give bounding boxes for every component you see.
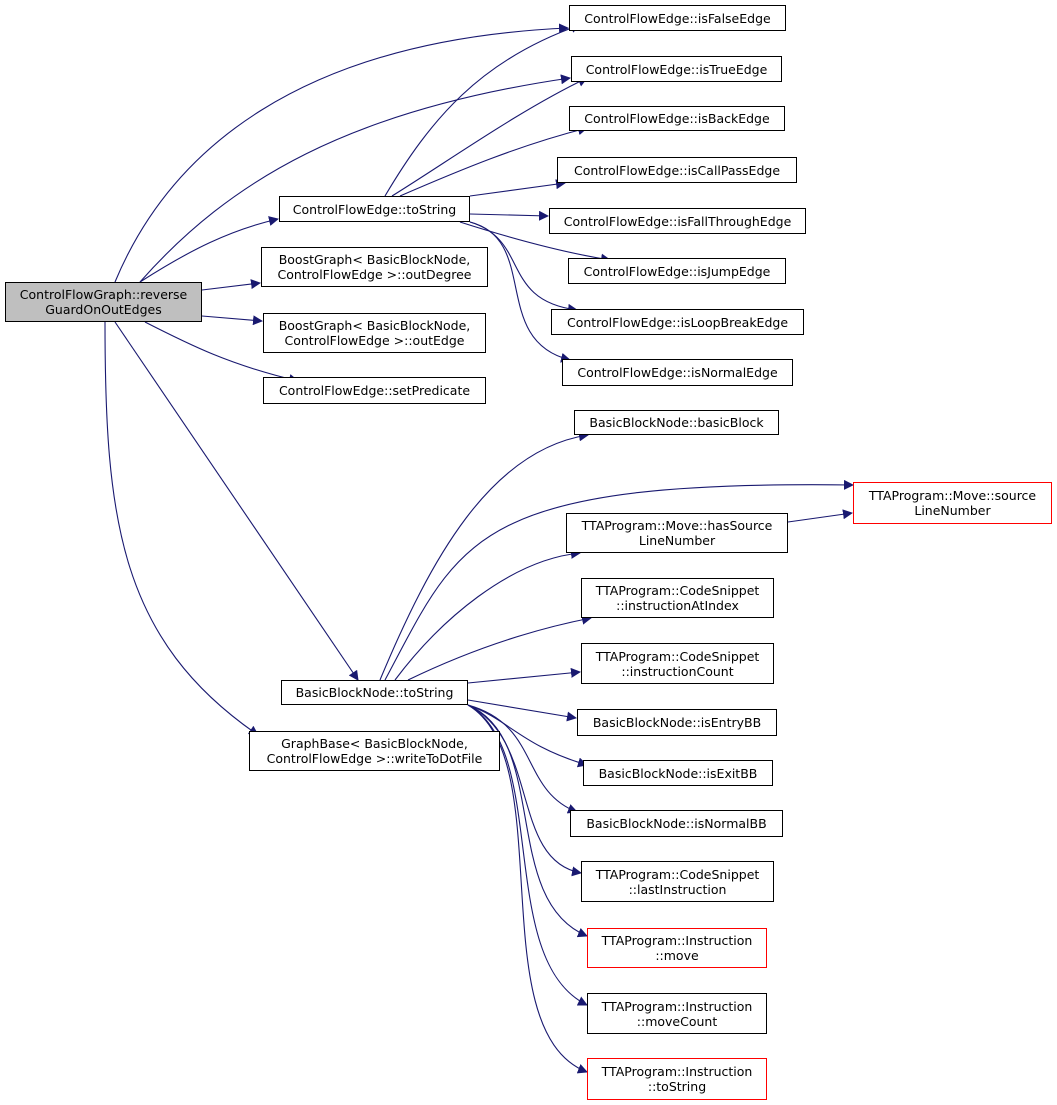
node-controlflowedge-setpredicate[interactable]: ControlFlowEdge::setPredicate [263, 377, 486, 404]
edge-cfe-isnormal [469, 221, 571, 363]
node-isloopbreakedge[interactable]: ControlFlowEdge::isLoopBreakEdge [551, 309, 804, 335]
edge-cfe-isback [399, 125, 588, 197]
node-codesnippet-instructionatindex[interactable]: TTAProgram::CodeSnippet::instructionAtIn… [581, 578, 774, 618]
node-isfallthroughedge[interactable]: ControlFlowEdge::isFallThroughEdge [549, 208, 806, 234]
node-codesnippet-lastinstruction[interactable]: TTAProgram::CodeSnippet::lastInstruction [581, 861, 774, 902]
edge-bbn-isentry [467, 699, 577, 722]
edge-bbn-hassrc [394, 548, 581, 681]
edge-bbn-isexit [467, 704, 588, 768]
node-iscallpassedge[interactable]: ControlFlowEdge::isCallPassEdge [557, 157, 797, 183]
node-instruction-movecount[interactable]: TTAProgram::Instruction::moveCount [587, 993, 767, 1034]
edge-cfe-isjump [459, 221, 611, 264]
edge-cfe-isfall [469, 210, 549, 221]
edge-bbn-srcline [384, 479, 854, 681]
node-instruction-tostring[interactable]: TTAProgram::Instruction::toString [587, 1058, 767, 1100]
node-graphbase-writetodotfile[interactable]: GraphBase< BasicBlockNode,ControlFlowEdg… [249, 731, 500, 771]
node-isnormaledge[interactable]: ControlFlowEdge::isNormalEdge [562, 359, 793, 386]
edge-root-istrue [139, 74, 571, 283]
edge-bbn-instatidx [407, 614, 592, 681]
edge-cfe-isfalse [384, 23, 581, 197]
edge-root-bbn-tostring [114, 321, 359, 681]
edge-root-isfalse [114, 23, 569, 283]
edge-cfe-istrue [391, 77, 588, 197]
node-basicblocknode-tostring[interactable]: BasicBlockNode::toString [281, 680, 468, 705]
node-isfalseedge[interactable]: ControlFlowEdge::isFalseEdge [569, 5, 786, 31]
edge-root-cfe-tostring [139, 216, 279, 283]
node-controlflowedge-tostring[interactable]: ControlFlowEdge::toString [279, 196, 470, 222]
edge-cfe-iscallpass [469, 179, 566, 197]
node-boostgraph-outedge[interactable]: BoostGraph< BasicBlockNode,ControlFlowEd… [263, 313, 486, 353]
edge-bbn-basicblock [379, 431, 589, 681]
node-basicblocknode-basicblock[interactable]: BasicBlockNode::basicBlock [574, 410, 779, 435]
node-boostgraph-outdegree[interactable]: BoostGraph< BasicBlockNode,ControlFlowEd… [261, 247, 488, 287]
edge-root-outedge [201, 315, 263, 326]
node-basicblocknode-isentrybb[interactable]: BasicBlockNode::isEntryBB [577, 709, 777, 736]
node-isbackedge[interactable]: ControlFlowEdge::isBackEdge [569, 106, 785, 131]
edge-hassrc-srcline [787, 509, 853, 523]
edge-root-setpred [144, 321, 299, 384]
node-isjumpedge[interactable]: ControlFlowEdge::isJumpEdge [568, 258, 786, 284]
edge-bbn-isnormalbb [467, 704, 578, 814]
node-instruction-move[interactable]: TTAProgram::Instruction::move [587, 928, 767, 968]
node-basicblocknode-isnormalbb[interactable]: BasicBlockNode::isNormalBB [570, 810, 783, 837]
edge-bbn-instcount [467, 667, 581, 684]
node-codesnippet-instructioncount[interactable]: TTAProgram::CodeSnippet::instructionCoun… [581, 643, 774, 684]
node-istrueedge[interactable]: ControlFlowEdge::isTrueEdge [571, 56, 782, 82]
edge-bbn-move [467, 704, 588, 938]
edge-bbn-lastinst [467, 704, 582, 877]
edge-root-writetodot [104, 321, 259, 736]
node-basicblocknode-isexitbb[interactable]: BasicBlockNode::isExitBB [583, 760, 773, 786]
edge-root-outdegree [201, 279, 261, 291]
